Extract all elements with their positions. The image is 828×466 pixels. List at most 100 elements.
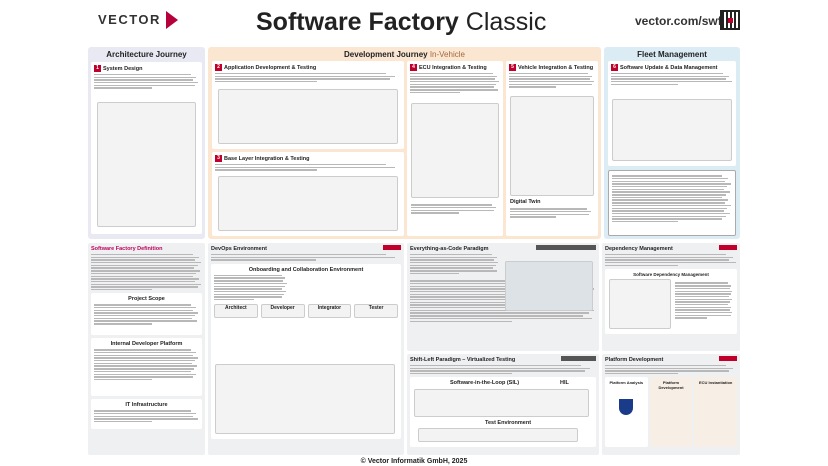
step-title: Software Update & Data Management	[620, 64, 718, 71]
definition-text	[91, 254, 202, 291]
title-bold: Software Factory	[256, 8, 459, 36]
description-text	[410, 73, 500, 94]
box-title: IT Infrastructure	[125, 402, 168, 409]
box-title: Internal Developer Platform	[110, 341, 183, 348]
column-header: Architecture Journey	[106, 50, 187, 59]
box-text	[675, 281, 733, 320]
description-text	[605, 254, 737, 267]
project-scope-box: Project Scope	[91, 293, 202, 336]
box-text	[94, 304, 199, 325]
box-text	[94, 349, 199, 381]
step-number: 2	[215, 64, 222, 71]
sf-definition-panel: Software Factory Definition Project Scop…	[88, 243, 205, 455]
description-text	[611, 73, 733, 86]
section-title: DevOps Environment	[211, 246, 267, 252]
box-title: Platform Development	[658, 380, 684, 391]
description-text	[215, 164, 401, 171]
isometric-illustration	[505, 261, 593, 311]
devops-text	[211, 254, 401, 261]
step-title: Application Development & Testing	[224, 64, 317, 71]
description-text	[215, 73, 401, 83]
step-number: 1	[94, 65, 101, 72]
badge	[561, 356, 596, 361]
box-title: Project Scope	[128, 296, 165, 303]
qr-code-icon	[720, 10, 740, 30]
digital-twin-label: Digital Twin	[510, 199, 541, 205]
badge	[719, 245, 737, 250]
step-title: Vehicle Integration & Testing	[518, 64, 594, 71]
description-text	[605, 365, 737, 375]
info-text	[612, 175, 732, 223]
badge	[383, 245, 401, 250]
description-text	[509, 73, 595, 88]
step-number: 4	[410, 64, 417, 71]
platform-panel: Platform Development Platform Analysis P…	[602, 354, 740, 455]
platform-dev-box: Platform Development	[649, 377, 693, 448]
section-title: Software Factory Definition	[91, 246, 163, 252]
section-title: Platform Development	[605, 357, 664, 363]
step-title: ECU Integration & Testing	[419, 64, 487, 71]
step-title: System Design	[103, 65, 143, 72]
test-env-bar	[418, 428, 578, 443]
devops-panel: DevOps Environment Onboarding and Collab…	[208, 243, 404, 455]
hil-title: HIL	[560, 380, 569, 387]
idp-box: Internal Developer Platform	[91, 338, 202, 397]
footnote-text	[411, 203, 499, 215]
ecu-impl-box: ECU Instantiation	[694, 377, 738, 448]
ecu-integration-diagram	[411, 103, 499, 198]
application-dev-diagram	[218, 89, 398, 144]
box-title: ECU Instantiation	[699, 380, 733, 386]
role-architect: Architect	[214, 304, 258, 319]
vehicle-integration-diagram	[510, 96, 594, 196]
title-light: Classic	[465, 8, 547, 36]
header-main: Development Journey	[344, 50, 428, 59]
role-developer: Developer	[260, 304, 305, 319]
ota-update-diagram	[612, 99, 732, 161]
column-header: Development Journey In-Vehicle	[208, 47, 601, 60]
roles-row: Architect Developer Integrator Tester	[214, 304, 398, 319]
platform-diagram: Platform Analysis Platform Development E…	[605, 377, 738, 448]
dependency-diagram	[609, 279, 671, 330]
box-title: Platform Analysis	[609, 380, 644, 386]
box-title: Software Dependency Management	[633, 272, 709, 278]
digital-twin-text	[510, 207, 594, 219]
role-tester: Tester	[354, 304, 398, 319]
fleet-info-box	[608, 170, 736, 236]
box-text	[94, 410, 199, 423]
test-env-title: Test Environment	[485, 420, 532, 427]
step-number: 6	[611, 64, 618, 71]
column-header: Fleet Management	[637, 50, 707, 59]
role-integrator: Integrator	[307, 304, 352, 319]
description-text	[94, 74, 199, 89]
page-title: Software Factory Classic	[256, 8, 546, 37]
onboarding-box: Onboarding and Collaboration Environment…	[211, 263, 401, 439]
sil-hil-box: Software-in-the-Loop (SIL) HIL Test Envi…	[410, 377, 596, 448]
step-number: 5	[509, 64, 516, 71]
step-title: Base Layer Integration & Testing	[224, 155, 310, 162]
box-title: Onboarding and Collaboration Environment	[248, 266, 364, 273]
sil-hil-diagram	[414, 389, 589, 418]
badge	[536, 245, 596, 250]
box-text	[214, 274, 288, 301]
everything-as-code-panel: Everything-as-Code Paradigm	[407, 243, 599, 351]
dependency-panel: Dependency Management Software Dependenc…	[602, 243, 740, 351]
description-text	[410, 254, 499, 275]
cicd-pipeline-diagram	[215, 363, 395, 434]
section-title: Everything-as-Code Paradigm	[410, 246, 489, 252]
step-number: 3	[215, 155, 222, 162]
badge	[719, 356, 737, 361]
dependency-box: Software Dependency Management	[605, 269, 737, 335]
section-title: Shift-Left Paradigm – Virtualized Testin…	[410, 357, 516, 363]
vector-logo: VECTOR	[98, 12, 161, 27]
it-infra-box: IT Infrastructure	[91, 399, 202, 430]
section-title: Dependency Management	[605, 246, 673, 252]
shift-left-panel: Shift-Left Paradigm – Virtualized Testin…	[407, 354, 599, 455]
url-link[interactable]: vector.com/swf	[635, 14, 722, 28]
